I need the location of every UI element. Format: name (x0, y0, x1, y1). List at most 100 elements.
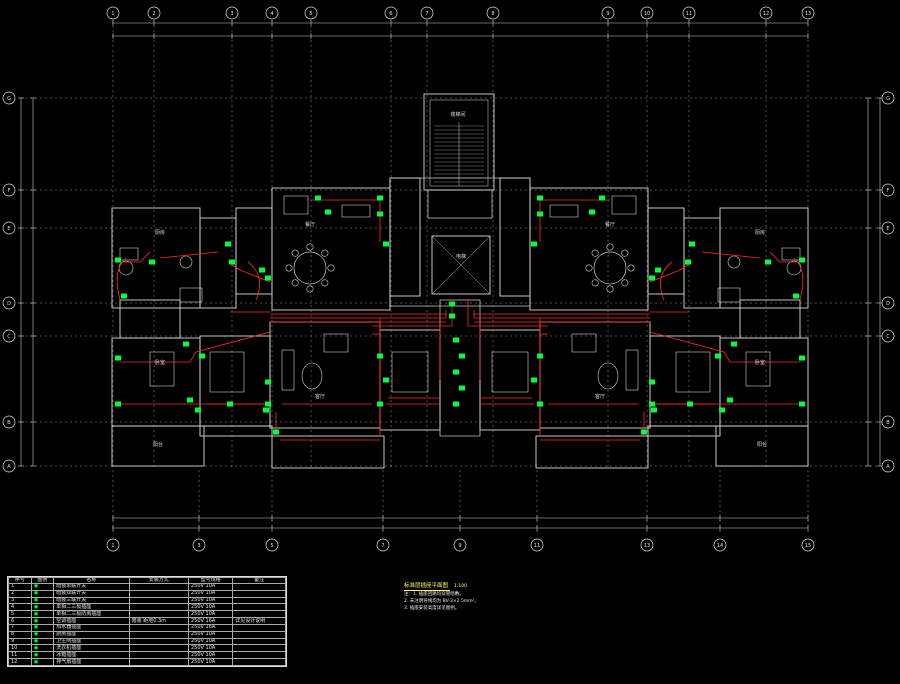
legend-cell-no: 7 (8, 623, 32, 632)
wiring-run (227, 261, 271, 283)
socket-symbol (377, 211, 383, 217)
room-label-kitchen: 厨房 (155, 229, 165, 236)
axis-bubble-right: C (881, 329, 895, 343)
socket-symbol (265, 379, 271, 385)
axis-bubble-circle (530, 538, 544, 552)
legend-cell-rem (232, 603, 286, 612)
axis-bubble-label: 7 (381, 543, 384, 549)
axis-bubble-circle (2, 415, 16, 429)
dining-chair (321, 279, 329, 287)
legend-symbol-icon: ▣ (30, 623, 55, 632)
axis-bubble-top: 9 (601, 6, 615, 20)
axis-bubble-top: 10 (640, 6, 654, 20)
note-line: 注：1. 插座回路均穿管暗敷。 (404, 592, 464, 597)
socket-symbol (199, 353, 205, 359)
wall-room-bedroom2 (199, 335, 271, 427)
socket-symbol (229, 259, 235, 265)
legend-cell-inst (128, 630, 190, 639)
axis-bubble-circle (881, 221, 895, 235)
socket-symbol (265, 401, 271, 407)
axis-bubble-top: 12 (759, 6, 773, 20)
axis-bubble-left: A (2, 459, 16, 473)
wall-room-living (269, 321, 381, 429)
socket-symbol (649, 379, 655, 385)
dining-chair (621, 249, 629, 257)
axis-bubble-label: G (886, 96, 890, 102)
legend-cell-spec: 250V 10A (187, 603, 234, 612)
axis-bubble-circle (2, 296, 16, 310)
axis-bubble-label: 7 (425, 11, 428, 17)
legend-cell-no: 1 (8, 583, 32, 591)
room-label-stair: 楼梯间 (450, 111, 465, 118)
bed3 (391, 351, 429, 393)
axis-bubble-label: A (886, 464, 890, 470)
legend-cell-rem (232, 610, 286, 619)
socket-symbol (531, 241, 537, 247)
sofa (281, 349, 295, 391)
legend-header-cell: 型号规格 (187, 577, 234, 584)
socket-symbol (183, 341, 189, 347)
axis-bubble-circle (106, 538, 120, 552)
dining-chair (306, 285, 314, 293)
wiring-run (769, 251, 800, 263)
legend-cell-spec: 250V 10A (187, 610, 234, 619)
socket-symbol (731, 341, 737, 347)
socket-symbol (727, 397, 733, 403)
socket-symbol (687, 401, 693, 407)
cabinet (283, 195, 309, 215)
dimension-lines (18, 20, 883, 531)
axis-bubble-circle (713, 538, 727, 552)
furniture-symbols (118, 195, 802, 393)
axis-bubble-circle (376, 538, 390, 552)
wall-outlines (111, 93, 809, 469)
room-label-living: 客厅 (315, 393, 325, 400)
legend-symbol-icon: ▣ (30, 651, 55, 660)
wall-room-corridor (647, 425, 721, 437)
axis-bubble-right: A (881, 459, 895, 473)
axis-bubble-circle (640, 538, 654, 552)
drawing-scale: 1:100 (454, 584, 467, 589)
axis-bubble-label: A (7, 464, 11, 470)
bed2 (675, 351, 711, 393)
axis-bubble-bottom: 7 (376, 538, 390, 552)
axis-bubble-top: 5 (304, 6, 318, 20)
socket-symbol (719, 407, 725, 413)
wiring-arc (793, 257, 804, 301)
axis-bubble-bottom: 15 (801, 538, 815, 552)
axis-bubble-label: 4 (270, 11, 273, 17)
wall-room-balcony (715, 425, 809, 467)
legend-symbol-icon: ▣ (30, 644, 55, 653)
coffee-table (301, 362, 323, 390)
legend-cell-rem (232, 644, 286, 653)
axis-bubble-circle (640, 6, 654, 20)
axis-bubble-label: 2 (152, 11, 155, 17)
axis-bubble-label: 5 (309, 11, 312, 17)
axis-bubble-circle (759, 6, 773, 20)
socket-symbol (263, 407, 269, 413)
socket-symbol (537, 353, 543, 359)
wall-core-outer (389, 177, 531, 307)
axis-bubble-circle (801, 6, 815, 20)
bed3 (491, 351, 529, 393)
socket-symbol (149, 259, 155, 265)
wall-room-balcony2 (535, 435, 649, 469)
dining-chair (306, 243, 314, 251)
wiring-run (701, 251, 761, 259)
axis-bubble-label: 13 (805, 11, 811, 17)
axis-bubble-left: D (2, 296, 16, 310)
wall-room-corridor (199, 425, 273, 437)
axis-bubble-circle (881, 183, 895, 197)
coffee-table (597, 362, 619, 390)
socket-symbol (115, 401, 121, 407)
axis-bubble-top: 3 (225, 6, 239, 20)
wall-room-bedroom (719, 337, 809, 427)
elevator-x (431, 235, 491, 295)
legend-cell-no: 3 (8, 596, 32, 605)
legend-symbol-icon: ▣ (30, 658, 55, 666)
bed2 (209, 351, 245, 393)
